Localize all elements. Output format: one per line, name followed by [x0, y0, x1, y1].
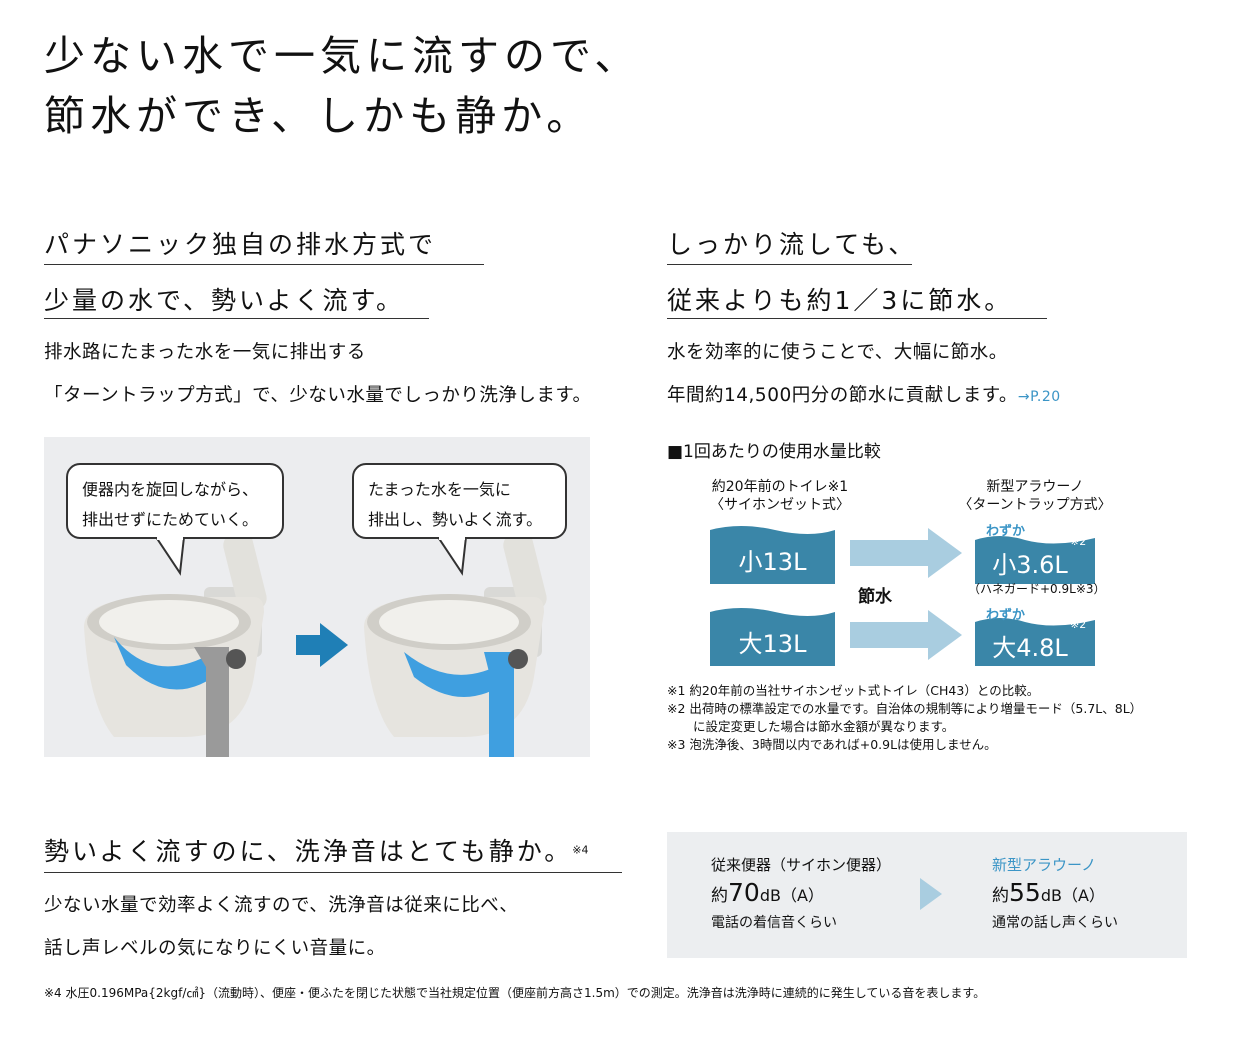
new-small-volume: 小3.6L	[992, 551, 1068, 579]
left-body-2: 「ターントラップ方式」で、少ない水量でしっかり洗浄します。	[44, 385, 592, 406]
bubble-after-line-1: たまった水を一気に	[368, 480, 511, 499]
old-toilet-label-line-1: 約20年前のトイレ※1	[711, 479, 849, 495]
toilet-illustration-svg	[84, 531, 547, 757]
right-body-2: 年間約14,500円分の節水に貢献します。→P.20	[667, 374, 1061, 419]
left-body-1: 排水路にたまった水を一気に排出する	[44, 342, 366, 363]
water-comparison-notes: ※1 約20年前の当社サイホンゼット式トイレ（CH43）との比較。 ※2 出荷時…	[667, 682, 1142, 754]
footnote-4: ※4 水圧0.196MPa{2kgf/㎠}（流動時）、便座・便ふたを閉じた状態で…	[44, 986, 986, 1000]
water-comparison-title: ■1回あたりの使用水量比較	[667, 442, 881, 462]
old-toilet-label: 約20年前のトイレ※1 〈サイホンゼット式〉	[700, 478, 860, 514]
left-heading-2-rule	[44, 318, 429, 319]
new-sound-unit: dB（A）	[1040, 886, 1105, 905]
right-heading-1: しっかり流しても、	[667, 230, 917, 259]
old-sound-prefix: 約	[711, 886, 728, 906]
note-2a: ※2 出荷時の標準設定での水量です。自治体の規制等により増量モード（5.7L、8…	[667, 701, 1143, 716]
large-flow-arrow	[850, 610, 962, 660]
new-sound-value: 55	[1009, 878, 1041, 907]
note-3: ※3 泡洗浄後、3時間以内であれば+0.9Lは使用しません。	[667, 737, 997, 752]
sound-compare-arrow	[920, 878, 942, 910]
bottom-heading-rule	[44, 872, 622, 873]
note-2b: に設定変更した場合は節水金額が異なります。	[693, 719, 955, 734]
turn-trap-illustration: 便器内を旋回しながら、 排出せずにためていく。 たまった水を一気に 排出し、勢い…	[44, 437, 590, 757]
water-comparison-diagram	[710, 526, 1095, 666]
speech-bubble-after: たまった水を一気に 排出し、勢いよく流す。	[352, 463, 567, 539]
water-saving-label: 節水	[858, 587, 892, 607]
page-reference-link[interactable]: →P.20	[1017, 389, 1061, 405]
before-after-arrow	[296, 623, 348, 667]
left-heading-1: パナソニック独自の排水方式で	[44, 230, 437, 259]
right-body-1: 水を効率的に使うことで、大幅に節水。	[667, 342, 1008, 363]
small-note-mark: ※2	[1070, 535, 1087, 548]
old-sound-title: 従来便器（サイホン便器）	[711, 856, 892, 874]
old-toilet-label-line-2: 〈サイホンゼット式〉	[710, 497, 850, 513]
right-heading-1-rule	[667, 264, 912, 265]
bubble-after-tail	[436, 537, 468, 576]
new-sound-description: 通常の話し声くらい	[992, 915, 1118, 931]
new-sound-prefix: 約	[992, 886, 1009, 906]
large-wazuka-label: わずか	[986, 608, 1026, 623]
sound-comparison-panel: 従来便器（サイホン便器） 約70dB（A） 電話の着信音くらい 新型アラウーノ …	[667, 832, 1187, 958]
old-sound-level: 約70dB（A）	[711, 878, 824, 907]
left-heading-2: 少量の水で、勢いよく流す。	[44, 286, 405, 315]
bubble-after-line-2: 排出し、勢いよく流す。	[368, 510, 543, 529]
new-sound-title: 新型アラウーノ	[992, 856, 1097, 874]
old-sound-unit: dB（A）	[759, 886, 824, 905]
hane-guard-note: （ハネガード+0.9L※3）	[968, 582, 1106, 596]
bottom-body-2: 話し声レベルの気になりにくい音量に。	[44, 938, 386, 959]
speech-bubble-before: 便器内を旋回しながら、 排出せずにためていく。	[66, 463, 284, 539]
new-large-water-block	[975, 618, 1095, 666]
old-sound-description: 電話の着信音くらい	[711, 915, 837, 931]
old-sound-value: 70	[728, 878, 760, 907]
new-small-water-block	[975, 536, 1095, 584]
right-body-2-text: 年間約14,500円分の節水に貢献します。	[667, 385, 1018, 406]
headline-line-2: 節水ができ、しかも静か。	[44, 92, 593, 140]
headline-line-1: 少ない水で一気に流すので、	[44, 32, 641, 80]
small-wazuka-label: わずか	[986, 524, 1026, 539]
new-large-volume: 大4.8L	[992, 634, 1068, 662]
bottom-heading: 勢いよく流すのに、洗浄音はとても静か。※4	[44, 832, 588, 868]
old-small-water-block	[710, 526, 835, 584]
old-large-volume: 大13L	[738, 630, 807, 658]
old-small-volume: 小13L	[738, 548, 807, 576]
note-1: ※1 約20年前の当社サイホンゼット式トイレ（CH43）との比較。	[667, 683, 1040, 698]
new-sound-level: 約55dB（A）	[992, 878, 1105, 907]
old-large-water-block	[710, 608, 835, 666]
bottom-body-1: 少ない水量で効率よく流すので、洗浄音は従来に比べ、	[44, 895, 519, 916]
bubble-before-line-2: 排出せずにためていく。	[82, 510, 259, 529]
bubble-before-tail	[154, 537, 186, 576]
large-note-mark: ※2	[1070, 618, 1087, 631]
bottom-heading-note: ※4	[572, 843, 589, 857]
bottom-heading-text: 勢いよく流すのに、洗浄音はとても静か。	[44, 837, 573, 866]
right-heading-2: 従来よりも約1／3に節水。	[667, 286, 1013, 315]
right-heading-2-rule	[667, 318, 1047, 319]
new-toilet-label: 新型アラウーノ 〈ターントラップ方式〉	[950, 478, 1120, 514]
page-headline: 少ない水で一気に流すので、 節水ができ、しかも静か。	[44, 26, 640, 146]
left-heading-1-rule	[44, 264, 484, 265]
toilet-after-image	[364, 531, 547, 757]
toilet-before-image	[84, 531, 267, 757]
new-toilet-label-line-2: 〈ターントラップ方式〉	[958, 497, 1112, 513]
new-toilet-label-line-1: 新型アラウーノ	[986, 479, 1084, 495]
small-flow-arrow	[850, 528, 962, 578]
bubble-before-line-1: 便器内を旋回しながら、	[82, 480, 259, 499]
